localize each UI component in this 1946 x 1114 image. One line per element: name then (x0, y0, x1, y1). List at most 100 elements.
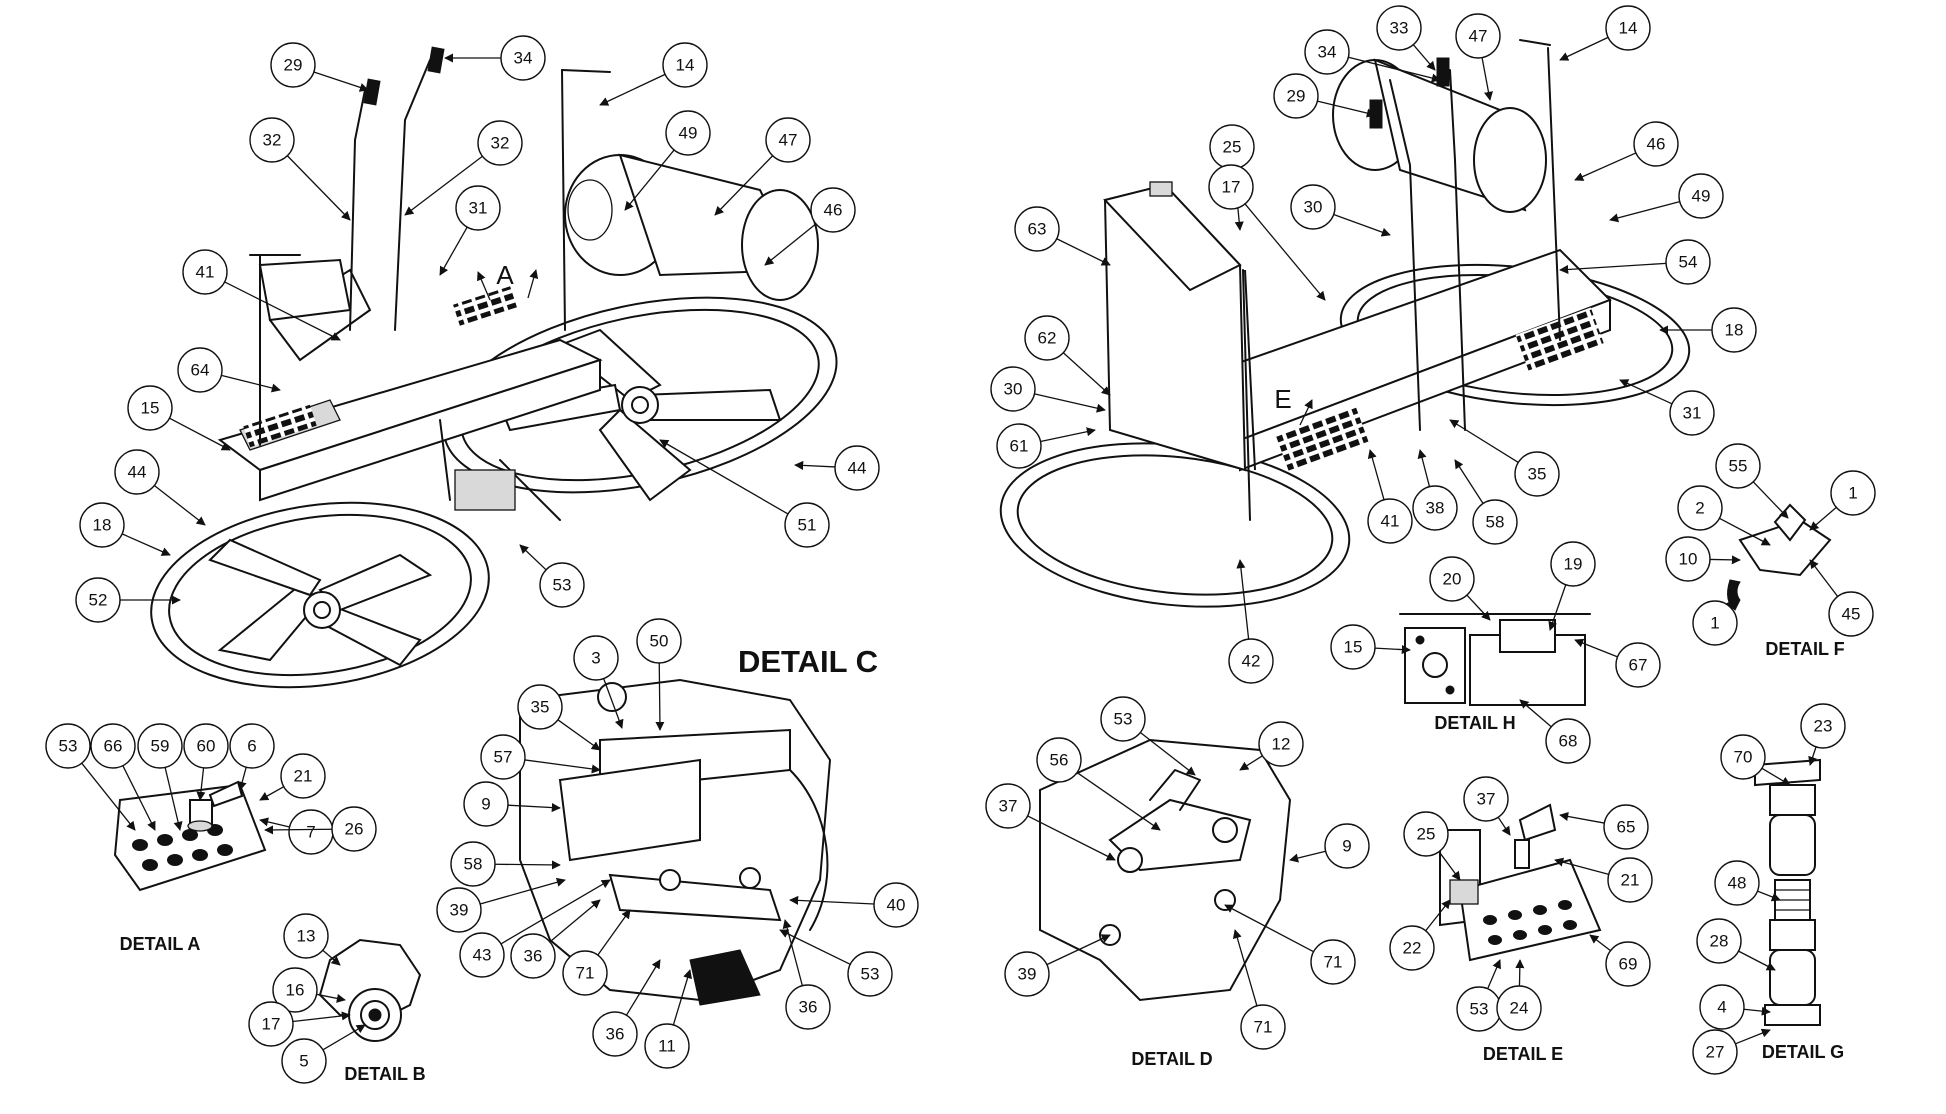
callout-leader (313, 71, 369, 92)
callout-3: 3 (573, 635, 624, 729)
callout-circle (1496, 985, 1542, 1031)
callout-circle (1228, 638, 1274, 684)
callout-32: 32 (404, 120, 523, 216)
callout-leader (1757, 890, 1781, 902)
callout-number: 18 (93, 516, 112, 535)
callout-circle (270, 42, 316, 88)
callout-number: 50 (650, 632, 669, 651)
callout-58: 58 (450, 841, 561, 887)
callout-circle (873, 882, 919, 928)
callout-number: 71 (1324, 953, 1343, 972)
callout-26: 26 (264, 806, 377, 852)
callout-17: 17 (248, 1001, 351, 1047)
callout-number: 64 (191, 361, 210, 380)
callout-leader (659, 439, 789, 515)
callout-number: 31 (469, 199, 488, 218)
callout-circle (1208, 164, 1254, 210)
callout-circle (1669, 390, 1715, 436)
callout-19: 19 (1548, 541, 1596, 631)
callout-58: 58 (1454, 459, 1518, 545)
detail-h-label: DETAIL H (1434, 713, 1515, 733)
callout-leader (221, 374, 281, 393)
callout-leader (1709, 555, 1741, 565)
callout-number: 14 (676, 56, 695, 75)
callout-leader (1481, 57, 1493, 101)
callout-number: 48 (1728, 874, 1747, 893)
callout-57: 57 (480, 734, 601, 780)
callout-circle (834, 445, 880, 491)
callout-number: 28 (1710, 932, 1729, 951)
callout-number: 30 (1304, 198, 1323, 217)
callout-circle (662, 42, 708, 88)
callout-20: 20 (1429, 556, 1491, 621)
callout-47: 47 (714, 117, 811, 216)
callout-number: 3 (591, 649, 600, 668)
callout-leader (169, 417, 231, 451)
callout-leader (1752, 481, 1789, 519)
callout-circle (79, 502, 125, 548)
callout-circle (1367, 498, 1413, 544)
callout-circle (1455, 13, 1501, 59)
callout-leader (1548, 584, 1567, 631)
callout-circle (1678, 173, 1724, 219)
callout-leader (1139, 731, 1196, 776)
callout-circle (562, 950, 608, 996)
callout-leader (1735, 1028, 1771, 1045)
callout-leader (714, 155, 774, 216)
callout-number: 39 (450, 901, 469, 920)
callout-56: 56 (1036, 737, 1161, 831)
callout-leader (1027, 815, 1116, 861)
callout-leader (1056, 238, 1111, 266)
callout-9: 9 (1289, 823, 1370, 869)
callout-circle (985, 783, 1031, 829)
callout-number: 4 (1717, 998, 1726, 1017)
callout-number: 71 (1254, 1018, 1273, 1037)
callout-leader (1743, 1006, 1771, 1016)
callout-circle (1633, 121, 1679, 167)
callout-circle (1711, 307, 1757, 353)
callout-circle (127, 385, 173, 431)
callout-leader (224, 281, 341, 341)
callout-circle (455, 185, 501, 231)
callout-leader (237, 767, 247, 791)
callout-circle (463, 781, 509, 827)
callout-leader (1449, 419, 1519, 463)
callout-number: 71 (576, 964, 595, 983)
callout-number: 53 (59, 737, 78, 756)
detail-f-illustration (1727, 503, 1832, 611)
callout-21: 21 (259, 753, 326, 801)
detail-d-illustration (1039, 738, 1292, 1002)
callout-circle (477, 120, 523, 166)
callout-leader (1333, 213, 1391, 237)
callout-number: 14 (1619, 19, 1638, 38)
callout-circle (1472, 499, 1518, 545)
callout-leader (1519, 699, 1552, 728)
callout-number: 62 (1038, 329, 1057, 348)
callout-circle (990, 366, 1036, 412)
callout-18: 18 (1659, 307, 1757, 353)
callout-leader (404, 155, 483, 216)
callout-number: 1 (1848, 484, 1857, 503)
callout-circle (517, 684, 563, 730)
callout-circle (1258, 721, 1304, 767)
callout-leader (655, 662, 665, 731)
callout-circle (1665, 536, 1711, 582)
callout-leader (1559, 262, 1667, 275)
callout-number: 68 (1559, 732, 1578, 751)
callout-leader (1062, 352, 1111, 396)
callout-number: 43 (473, 946, 492, 965)
callout-leader (439, 226, 468, 276)
callout-number: 22 (1403, 939, 1422, 958)
callout-circle (248, 1001, 294, 1047)
callout-leader (1589, 934, 1611, 952)
callout-9: 9 (463, 781, 561, 827)
callout-leader (164, 767, 183, 831)
callout-circle (137, 723, 183, 769)
callout-circle (996, 423, 1042, 469)
callout-number: 63 (1028, 220, 1047, 239)
callout-number: 12 (1272, 735, 1291, 754)
callout-30: 30 (1290, 184, 1391, 237)
callout-24: 24 (1496, 959, 1542, 1031)
callout-leader (196, 767, 206, 801)
